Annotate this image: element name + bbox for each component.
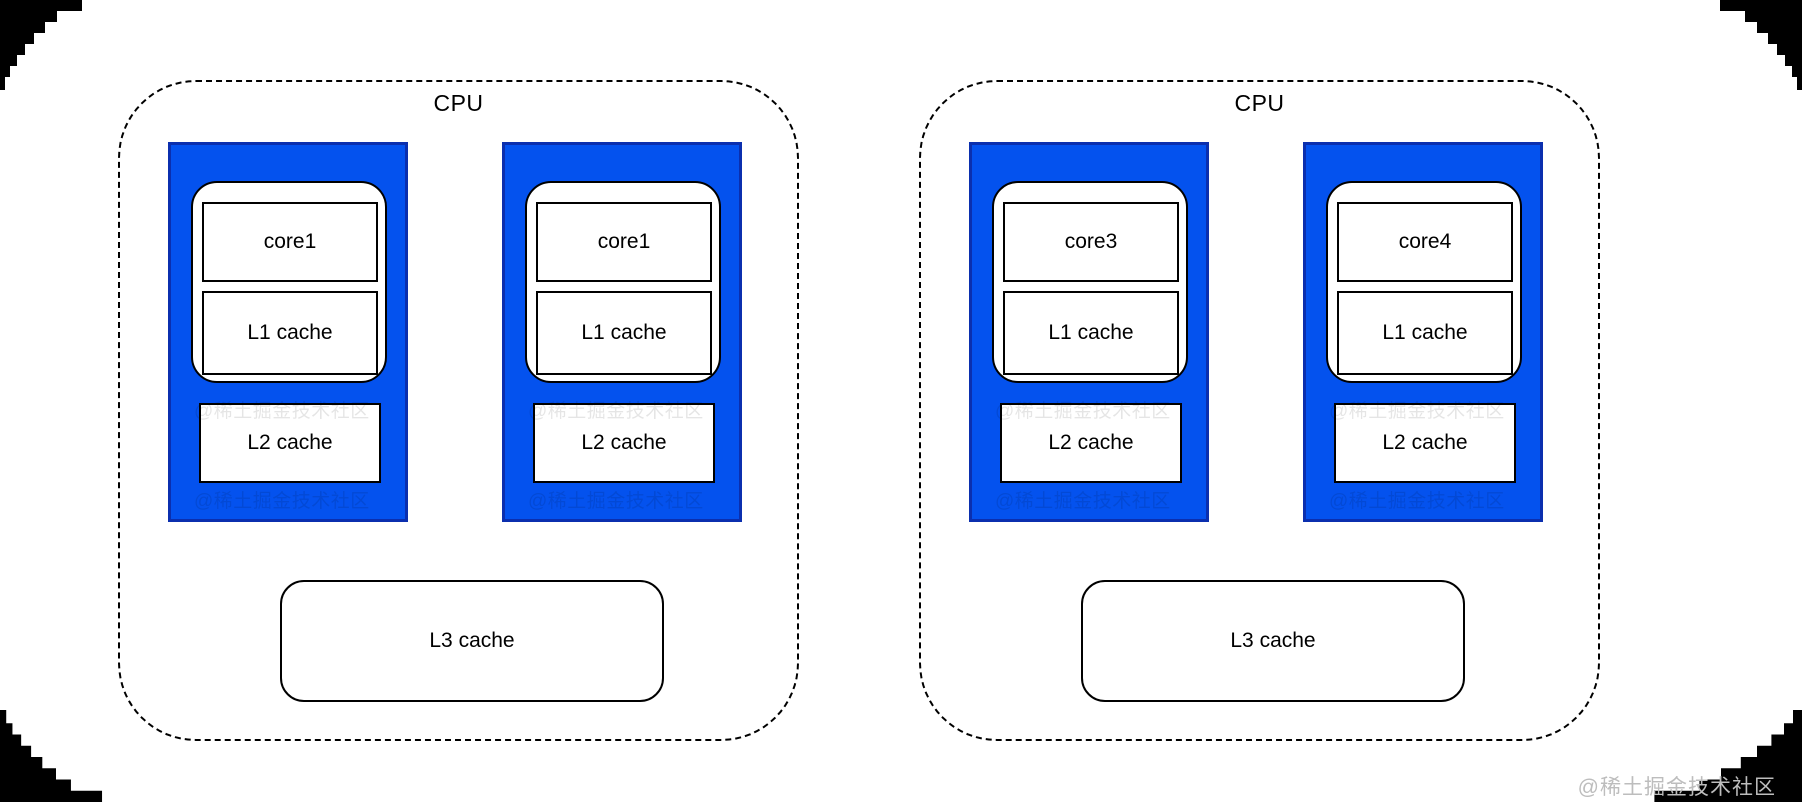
l1-cache-box: L1 cache [1337, 291, 1513, 375]
l1-cache-box: L1 cache [202, 291, 378, 375]
core-block: core1 L1 cache L2 cache [168, 142, 408, 522]
core-box: core1 [536, 202, 712, 282]
l2-cache-box: L2 cache [199, 403, 381, 483]
core-l1-group: core1 L1 cache [525, 181, 721, 383]
l2-cache-box: L2 cache [1000, 403, 1182, 483]
l2-cache-box: L2 cache [1334, 403, 1516, 483]
pixelated-corner-top-left [0, 0, 82, 90]
core-block: core3 L1 cache L2 cache [969, 142, 1209, 522]
cpu-package-title: CPU [433, 90, 484, 116]
l3-cache-box: L3 cache [1081, 580, 1465, 702]
pixelated-corner-bottom-right [1654, 710, 1802, 802]
l1-cache-box: L1 cache [536, 291, 712, 375]
core-l1-group: core1 L1 cache [191, 181, 387, 383]
cpu-package-right: CPU core3 L1 cache L2 cache core4 L1 cac… [919, 80, 1600, 741]
l3-cache-box: L3 cache [280, 580, 664, 702]
watermark-text: @稀土掘金技术社区 [1577, 776, 1776, 799]
core-l1-group: core4 L1 cache [1326, 181, 1522, 383]
core-box: core4 [1337, 202, 1513, 282]
l2-cache-box: L2 cache [533, 403, 715, 483]
core-block: core4 L1 cache L2 cache [1303, 142, 1543, 522]
cpu-package-title: CPU [1234, 90, 1285, 116]
cpu-package-left: CPU core1 L1 cache L2 cache core1 L1 cac… [118, 80, 799, 741]
l1-cache-box: L1 cache [1003, 291, 1179, 375]
core-l1-group: core3 L1 cache [992, 181, 1188, 383]
core-box: core3 [1003, 202, 1179, 282]
core-block: core1 L1 cache L2 cache [502, 142, 742, 522]
pixelated-corner-bottom-left [0, 710, 103, 802]
pixelated-corner-top-right [1720, 0, 1802, 90]
core-box: core1 [202, 202, 378, 282]
